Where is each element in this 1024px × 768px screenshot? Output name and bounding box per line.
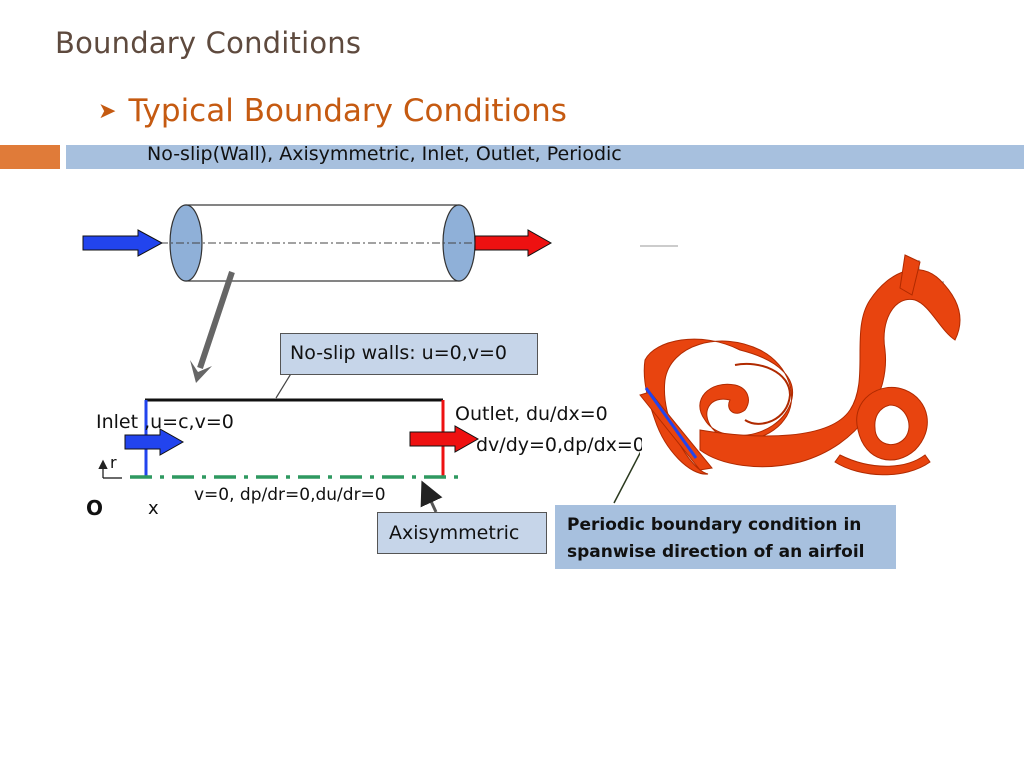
axisymmetric-label-box: Axisymmetric bbox=[377, 512, 547, 554]
periodic-label-box: Periodic boundary condition in spanwise … bbox=[555, 505, 896, 569]
axis-callout-line bbox=[420, 480, 443, 513]
outflow-arrow-icon bbox=[474, 229, 553, 257]
inlet-arrow-icon bbox=[124, 428, 185, 456]
periodic-label-line2: spanwise direction of an airfoil bbox=[567, 542, 865, 562]
outlet-label-line1: Outlet, du/dx=0 bbox=[455, 403, 608, 425]
bullet-text: Typical Boundary Conditions bbox=[128, 93, 567, 129]
arrow-bullet-icon: ➤ bbox=[98, 98, 117, 124]
inflow-arrow-icon bbox=[82, 229, 164, 257]
axis-condition-label: v=0, dp/dr=0,du/dr=0 bbox=[194, 485, 386, 505]
accent-bar-blue bbox=[66, 145, 1024, 169]
inlet-label: Inlet ,u=c,v=0 bbox=[96, 411, 234, 433]
accent-bar-orange bbox=[0, 145, 60, 169]
zoom-arrow-icon bbox=[197, 271, 235, 369]
noslip-label: No-slip walls: u=0,v=0 bbox=[290, 342, 508, 364]
outlet-label-line2: dv/dy=0,dp/dx=0 bbox=[476, 434, 642, 456]
pipe-cylinder bbox=[160, 204, 480, 282]
noslip-label-box: No-slip walls: u=0,v=0 bbox=[280, 333, 538, 375]
periodic-label-line1: Periodic boundary condition in bbox=[567, 515, 862, 535]
slide-title: Boundary Conditions bbox=[55, 26, 362, 60]
zoom-arrow-head-icon bbox=[190, 360, 212, 383]
outlet-arrow-icon bbox=[409, 425, 480, 453]
origin-label: O bbox=[86, 496, 104, 520]
bullet-heading: ➤ Typical Boundary Conditions bbox=[98, 93, 567, 129]
noslip-callout-line bbox=[275, 371, 293, 399]
subtitle: No-slip(Wall), Axisymmetric, Inlet, Outl… bbox=[147, 143, 622, 165]
r-axis-label: r bbox=[110, 453, 117, 472]
airfoil-vortex-image bbox=[639, 245, 966, 480]
axisymmetric-label: Axisymmetric bbox=[389, 522, 520, 544]
x-axis-label: x bbox=[148, 498, 159, 519]
